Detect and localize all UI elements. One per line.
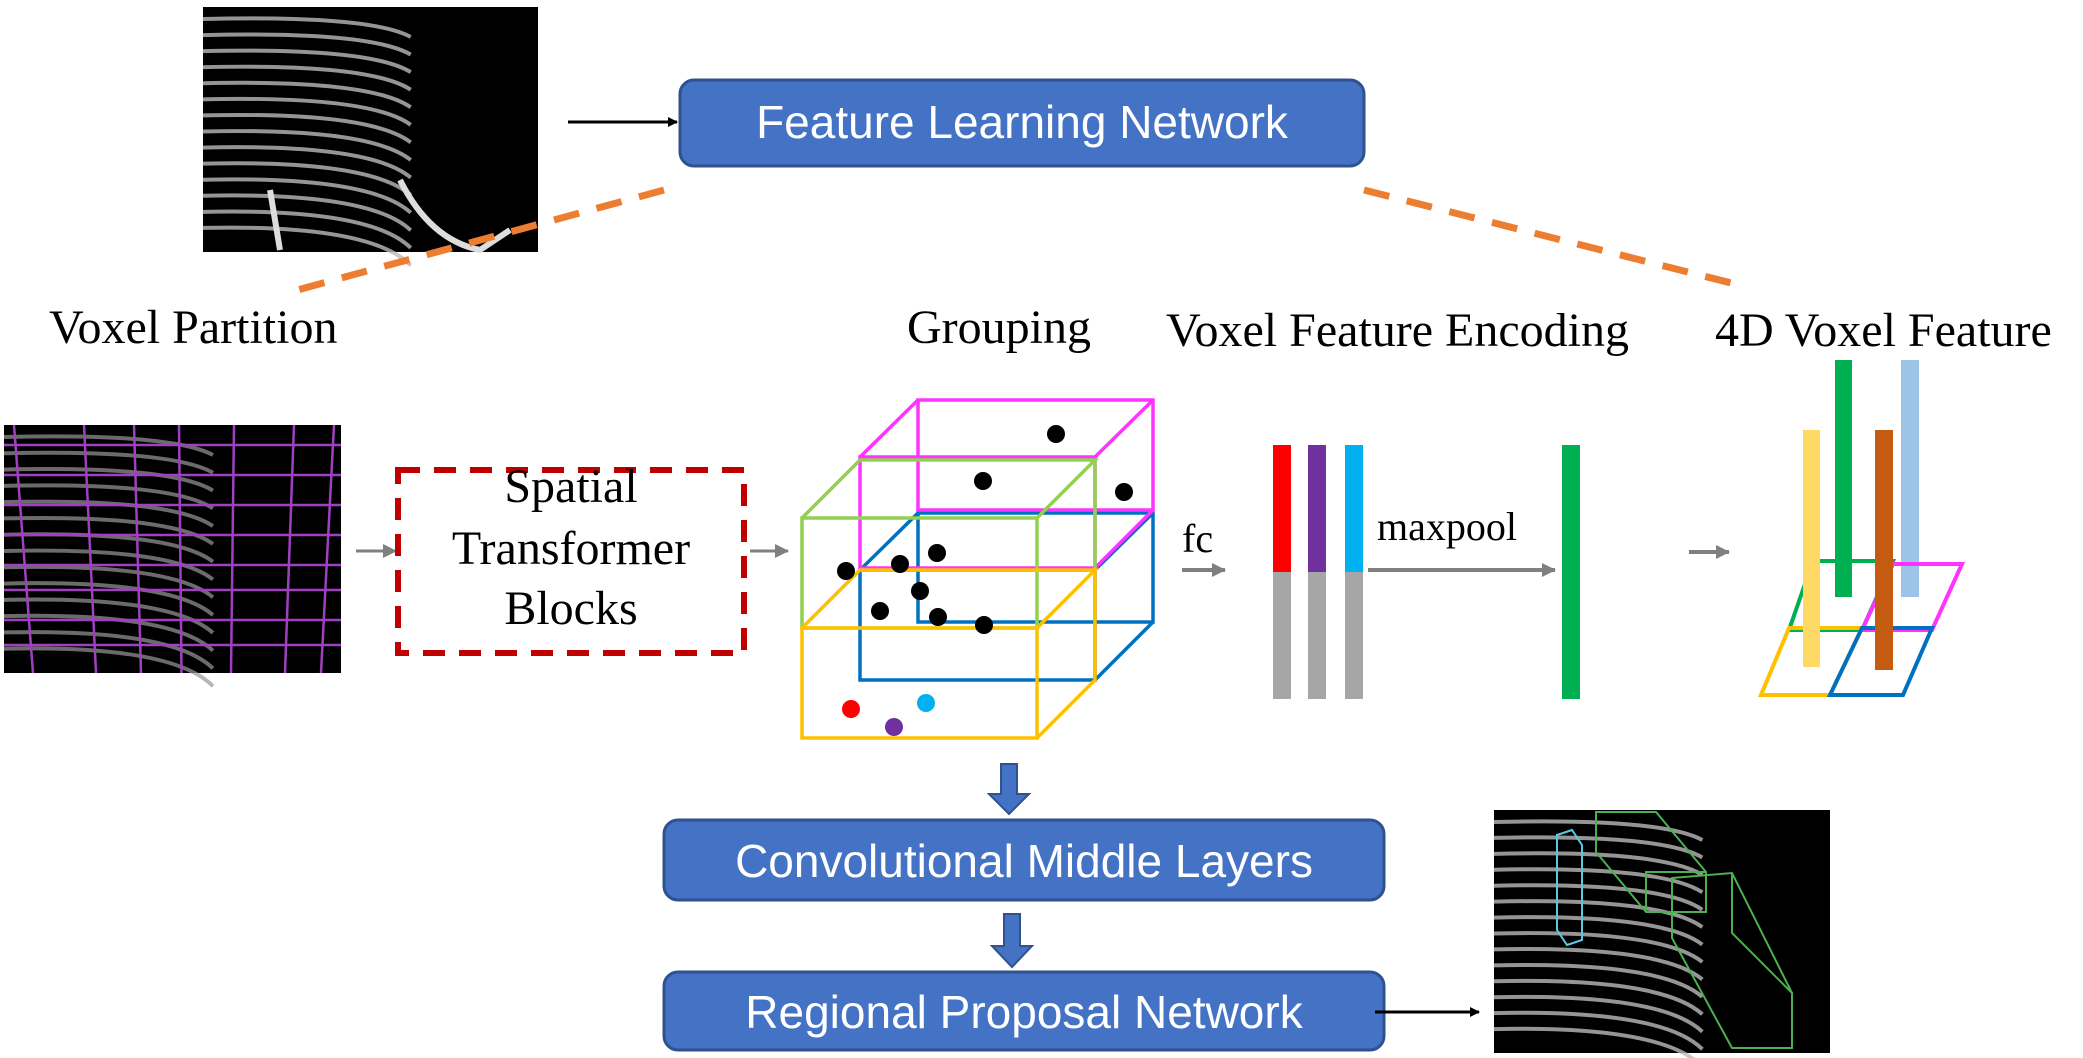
scan-line xyxy=(202,64,412,92)
scan-line xyxy=(1493,1010,1704,1051)
scan-line xyxy=(202,177,413,215)
point xyxy=(1047,425,1065,443)
4d-voxel-feature-label: 4D Voxel Feature xyxy=(1715,304,2052,357)
voxel-feature-encoding-label: Voxel Feature Encoding xyxy=(1166,304,1629,357)
pooled-feature xyxy=(1562,445,1580,699)
scan-line xyxy=(3,483,215,511)
detection-output-image xyxy=(1493,810,1830,1058)
feature-red-gray xyxy=(1273,572,1291,699)
feature-lightblue-back xyxy=(1901,360,1919,597)
scan-line xyxy=(1493,851,1704,877)
point xyxy=(837,562,855,580)
feature-brown-front xyxy=(1875,430,1893,670)
scan-line xyxy=(202,145,412,180)
feature-learning-network-box: Feature Learning Network xyxy=(678,78,1366,168)
point xyxy=(911,582,929,600)
scan-line xyxy=(3,548,215,582)
pedestrian-box xyxy=(1556,828,1583,947)
scan-line xyxy=(1493,883,1704,912)
grouping-cubes xyxy=(800,398,1155,740)
scan-line xyxy=(202,193,413,232)
feature-purple xyxy=(1308,445,1326,572)
scan-line xyxy=(1493,899,1704,929)
scan-line xyxy=(202,96,412,127)
car-box-2 xyxy=(1671,871,1793,1049)
scan-line xyxy=(3,450,214,475)
point xyxy=(975,616,993,634)
point xyxy=(917,694,935,712)
grid-line xyxy=(319,424,336,674)
scan-line xyxy=(1493,1026,1696,1058)
scan-line xyxy=(202,129,412,162)
scan-line xyxy=(1493,931,1704,964)
input-point-cloud-image xyxy=(202,7,538,267)
regional-proposal-network-box: Regional Proposal Network xyxy=(662,970,1386,1052)
point xyxy=(974,472,992,490)
point xyxy=(928,544,946,562)
scan-line xyxy=(202,16,412,39)
feature-learning-network-label: Feature Learning Network xyxy=(756,96,1289,148)
point xyxy=(891,555,909,573)
cube-bottom-back xyxy=(858,511,1155,682)
scan-line xyxy=(3,467,214,493)
scan-line xyxy=(202,48,412,74)
scan-line xyxy=(1493,962,1704,999)
point xyxy=(885,718,903,736)
fc-label: fc xyxy=(1182,516,1213,561)
point-features xyxy=(1273,445,1363,699)
feature-cyan-gray xyxy=(1345,572,1363,699)
down-arrow-2 xyxy=(989,913,1035,969)
rpn-label: Regional Proposal Network xyxy=(745,986,1303,1038)
feature-yellow-front xyxy=(1803,430,1820,667)
dashed-connector-left xyxy=(289,186,665,296)
transformer-line-2: Transformer xyxy=(452,522,690,575)
feature-green-back xyxy=(1835,360,1852,597)
point xyxy=(871,602,889,620)
grid-line xyxy=(229,424,236,674)
scan-line xyxy=(202,209,413,250)
feature-red xyxy=(1273,445,1291,572)
grid-line xyxy=(82,424,98,674)
scan-line xyxy=(202,32,412,57)
4d-voxel-feature xyxy=(1757,360,1966,697)
point xyxy=(929,608,947,626)
dashed-connector-right xyxy=(1363,186,1744,290)
scan-line xyxy=(202,161,413,197)
scan-line xyxy=(3,434,214,457)
voxel-partition-image xyxy=(3,424,341,688)
transformer-line-3: Blocks xyxy=(504,582,637,635)
scan-line xyxy=(202,112,412,145)
cube-top-back xyxy=(858,398,1155,570)
spatial-transformer-blocks: Spatial Transformer Blocks xyxy=(395,460,747,656)
scan-line xyxy=(1493,819,1704,842)
conv-middle-label: Convolutional Middle Layers xyxy=(735,835,1313,887)
cube-top-front xyxy=(800,458,1100,630)
scan-line xyxy=(1493,978,1704,1016)
maxpool-label: maxpool xyxy=(1377,504,1517,549)
car-box-1 xyxy=(1595,811,1707,913)
scan-line xyxy=(1493,994,1704,1034)
transformer-line-1: Spatial xyxy=(504,460,637,513)
grid-line xyxy=(177,424,183,674)
feature-purple-gray xyxy=(1308,572,1326,699)
grouping-label: Grouping xyxy=(907,301,1091,354)
feature-cyan xyxy=(1345,445,1363,572)
convolutional-middle-layers-box: Convolutional Middle Layers xyxy=(662,818,1386,902)
down-arrow-1 xyxy=(986,763,1032,816)
scan-line xyxy=(1493,915,1704,947)
grid-line xyxy=(283,424,296,674)
scan-line xyxy=(1493,867,1704,894)
point xyxy=(1115,483,1133,501)
cube-bottom-front xyxy=(800,568,1100,740)
grid-line xyxy=(132,424,143,674)
scan-line xyxy=(202,225,413,267)
voxel-partition-label: Voxel Partition xyxy=(49,301,337,354)
point xyxy=(842,700,860,718)
grid-line xyxy=(12,424,35,674)
scan-line xyxy=(3,515,215,546)
scan-line xyxy=(202,80,412,109)
